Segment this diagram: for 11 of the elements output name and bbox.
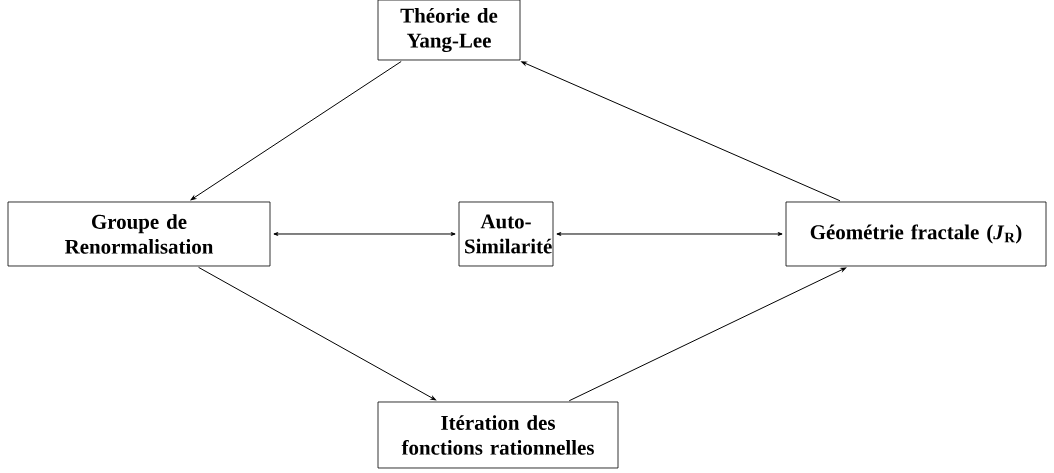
arrow	[568, 267, 847, 402]
concept-box: Auto-Similarité	[458, 201, 554, 267]
concept-box: Itération des fonctions rationnelles	[377, 401, 619, 469]
concept-box: Théorie de Yang-Lee	[377, 0, 521, 61]
concept-box: Géométrie fractale (J$_{R}$)	[785, 201, 1047, 267]
arrow	[556, 232, 783, 236]
concept-box: Groupe de Renormalisation	[7, 201, 271, 267]
arrow	[198, 266, 436, 401]
arrow	[273, 232, 456, 236]
arrow	[521, 61, 841, 202]
arrow	[190, 61, 402, 201]
